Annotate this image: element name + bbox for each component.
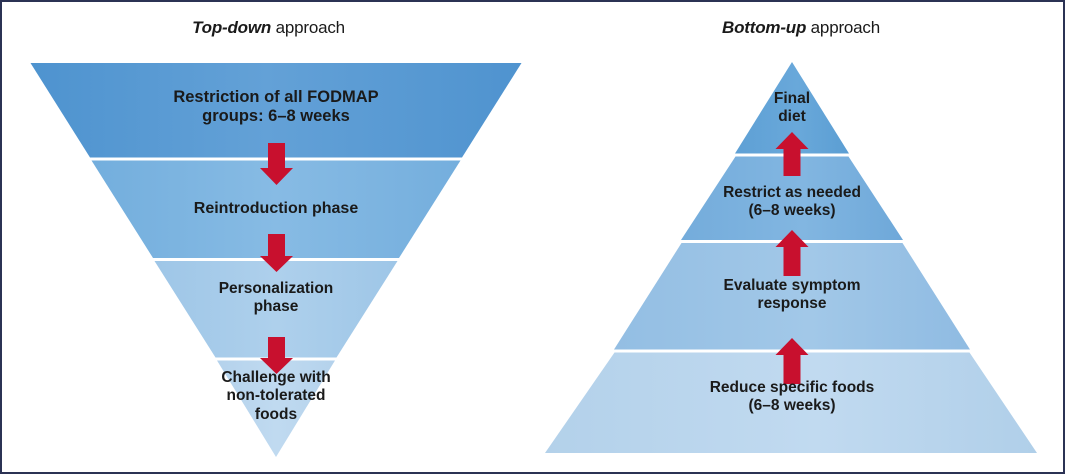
panel-title-keyword: Top-down bbox=[192, 18, 272, 37]
panel-title-bottom-up: Bottom-up approach bbox=[535, 18, 1063, 38]
arrow-up-group bbox=[775, 132, 809, 384]
funnel-segment-0[interactable] bbox=[30, 63, 522, 158]
panel-title-rest: approach bbox=[271, 18, 345, 37]
funnel-left bbox=[30, 63, 522, 458]
arrow-down-icon bbox=[260, 337, 293, 374]
pyramid-right bbox=[545, 62, 1037, 453]
pyramid-segment-3[interactable] bbox=[545, 352, 1037, 454]
pyramid-segment-0[interactable] bbox=[735, 62, 849, 154]
panel-title-keyword: Bottom-up bbox=[722, 18, 807, 37]
funnel-segment-3[interactable] bbox=[217, 360, 335, 458]
pyramid-segment-1[interactable] bbox=[681, 156, 903, 241]
arrow-up-icon bbox=[775, 132, 809, 176]
funnel-segment-2[interactable] bbox=[154, 261, 398, 358]
arrow-up-icon bbox=[775, 230, 809, 276]
arrow-down-icon bbox=[260, 143, 293, 185]
arrow-down-icon bbox=[260, 234, 293, 272]
funnel-segment-1[interactable] bbox=[91, 160, 461, 259]
arrow-down-group bbox=[260, 143, 293, 374]
panel-title-rest: approach bbox=[806, 18, 880, 37]
pyramid-segment-2[interactable] bbox=[614, 243, 970, 350]
arrow-up-icon bbox=[775, 338, 809, 384]
panel-title-top-down: Top-down approach bbox=[2, 18, 535, 38]
